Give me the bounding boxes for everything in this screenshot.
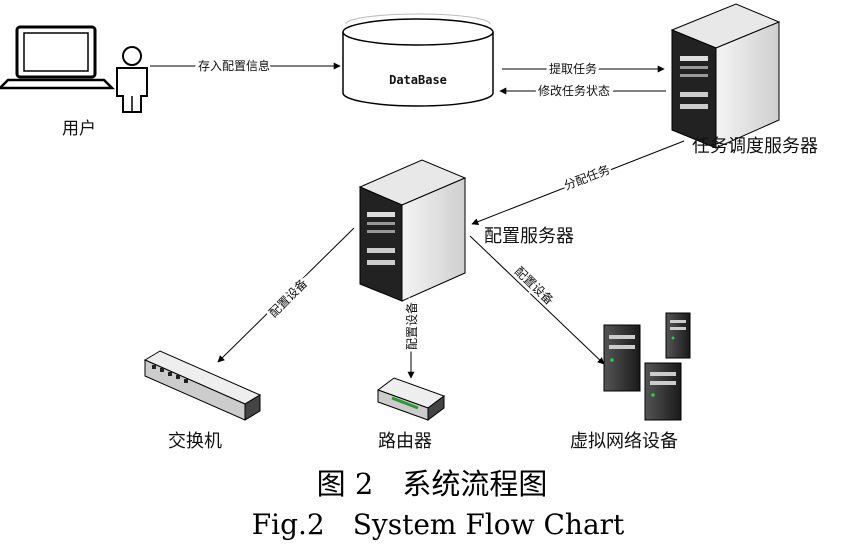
switch-icon <box>143 350 262 421</box>
edge-assign-task <box>471 140 685 225</box>
virtual-devices-icon <box>603 312 691 421</box>
edge-label-modify-status: 修改任务状态 <box>538 83 610 98</box>
config-server-label: 配置服务器 <box>484 226 574 247</box>
figure-caption-en: Fig.2 System Flow Chart <box>252 508 625 541</box>
person-icon <box>116 46 148 113</box>
edge-config-switch <box>217 227 355 363</box>
edge-label-store-config: 存入配置信息 <box>198 58 270 73</box>
virtual-devices-label: 虚拟网络设备 <box>570 431 678 452</box>
router-icon <box>376 377 446 421</box>
figure-caption-cn: 图 2 系统流程图 <box>317 467 548 501</box>
edge-label-config-router: 配置设备 <box>405 302 419 350</box>
database-label: DataBase <box>389 73 447 87</box>
user-label: 用户 <box>62 119 96 139</box>
edge-label-assign-task: 分配任务 <box>562 162 612 193</box>
edge-label-fetch-task: 提取任务 <box>549 61 597 76</box>
switch-label: 交换机 <box>168 431 222 452</box>
rack-icon <box>665 312 691 359</box>
edge-label-config-switch: 配置设备 <box>266 276 310 320</box>
edge-config-virtual <box>469 235 605 365</box>
router-label: 路由器 <box>378 431 432 452</box>
rack-icon <box>603 324 641 392</box>
rack-icon <box>644 362 682 421</box>
config-server-icon <box>358 159 467 302</box>
edge-label-config-virtual: 配置设备 <box>512 264 556 307</box>
database-icon <box>342 13 494 107</box>
scheduler-server-icon <box>670 3 781 149</box>
laptop-icon <box>0 25 116 90</box>
scheduler-label: 任务调度服务器 <box>692 136 818 157</box>
